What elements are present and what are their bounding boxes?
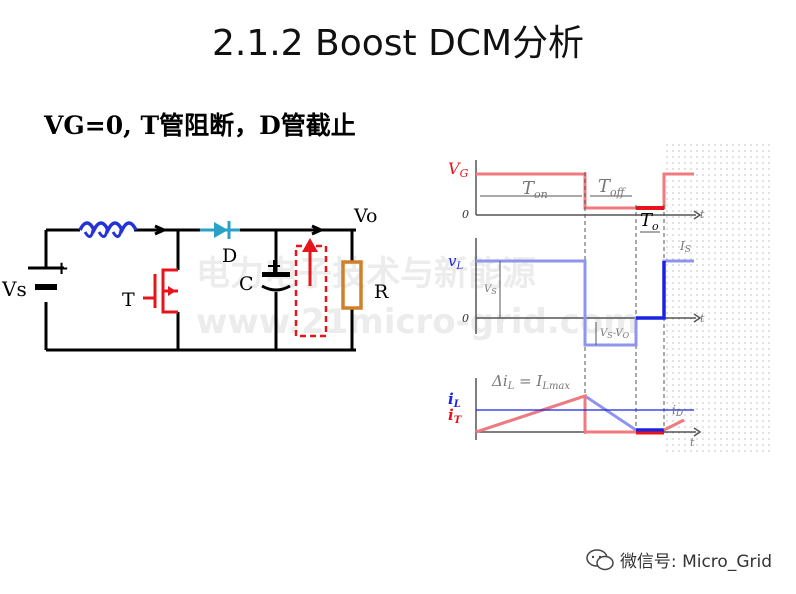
diode-icon — [200, 221, 240, 239]
wechat-id-text: 微信号: Micro_Grid — [619, 552, 772, 572]
inductor-icon — [78, 221, 138, 238]
mosfet-switch-icon — [143, 268, 178, 314]
plus-sign: + — [54, 258, 69, 279]
waveform-panel — [475, 140, 774, 454]
output-label: Vo — [353, 205, 377, 227]
vg-waveform — [476, 172, 694, 210]
il-axis-t: t — [690, 436, 695, 449]
current-arrow-inductor — [154, 224, 168, 236]
vl-waveform — [476, 259, 694, 347]
watermark: 电力电子技术与新能源 www.21micro-grid.com — [196, 250, 639, 346]
toff-label: Toff — [598, 176, 627, 199]
battery-icon — [28, 266, 64, 290]
it-waveform — [475, 393, 636, 434]
dotted-region — [664, 140, 774, 454]
delta-il-label: ΔiL = ILmax — [491, 372, 570, 392]
boost-circuit — [28, 221, 363, 352]
wechat-footer: 微信号: Micro_Grid — [586, 547, 772, 572]
il-label: iL — [448, 390, 461, 410]
it-label: iT — [448, 406, 463, 426]
diode-label: D — [222, 245, 237, 267]
to-label: To — [640, 210, 659, 233]
slide-title: 2.1.2 Boost DCM分析 — [211, 23, 585, 64]
vl-to-interval — [636, 261, 666, 320]
ton-label: Ton — [522, 178, 548, 201]
vl-top-right-label: IS — [679, 239, 691, 255]
vl-label: vL — [448, 252, 463, 272]
vl-zero-label: 0 — [462, 312, 469, 325]
source-label: Vs — [1, 277, 27, 301]
resistor-icon — [341, 260, 363, 310]
id-tail — [663, 418, 685, 432]
wechat-icon — [586, 548, 614, 570]
vg-zero-label: 0 — [462, 208, 469, 221]
watermark-line2: www.21micro-grid.com — [196, 302, 639, 342]
capacitor-icon — [261, 260, 291, 292]
slide-subtitle: VG=0, T管阻断，D管截止 — [44, 111, 356, 140]
load-label: R — [374, 281, 389, 303]
current-arrow-output — [311, 224, 325, 236]
discharge-arrow-icon — [302, 238, 318, 286]
vl-vs-label: VS — [484, 284, 497, 296]
vg-axis-t: t — [700, 208, 705, 221]
vl-axis-t: t — [700, 312, 705, 325]
vl-vsvo-label: VS-VO — [600, 328, 630, 340]
switch-label: T — [122, 289, 135, 311]
id-label: iD — [672, 403, 683, 419]
vg-label: VG — [448, 159, 469, 180]
capacitor-label: C — [239, 273, 254, 295]
